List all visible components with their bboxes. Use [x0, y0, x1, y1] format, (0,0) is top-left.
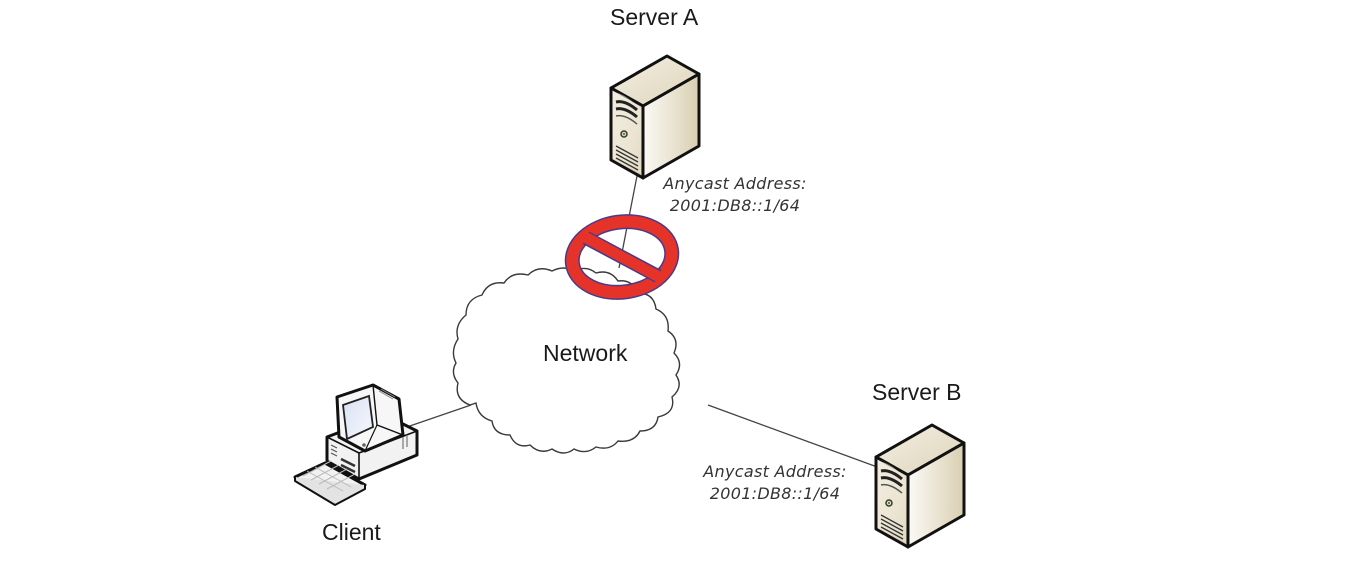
anycast-address-value: 2001:DB8::1/64 — [709, 484, 841, 503]
server-b-anycast-address: Anycast Address: 2001:DB8::1/64 — [690, 461, 860, 505]
anycast-address-heading: Anycast Address: — [703, 462, 847, 481]
link-client-network — [403, 404, 472, 429]
server-a-label: Server A — [610, 4, 699, 30]
anycast-address-value: 2001:DB8::1/64 — [669, 196, 801, 215]
server-b-label: Server B — [872, 379, 962, 405]
anycast-address-heading: Anycast Address: — [663, 174, 807, 193]
link-network-server-b — [707, 404, 881, 469]
network-cloud-icon — [452, 267, 681, 454]
network-label: Network — [543, 340, 628, 366]
prohibition-sign-icon — [564, 214, 680, 300]
client-label: Client — [322, 519, 381, 545]
server-a-anycast-address: Anycast Address: 2001:DB8::1/64 — [650, 173, 820, 217]
server-a-icon[interactable] — [609, 54, 701, 180]
server-b-icon[interactable] — [874, 423, 966, 549]
client-computer-icon[interactable] — [293, 383, 419, 506]
